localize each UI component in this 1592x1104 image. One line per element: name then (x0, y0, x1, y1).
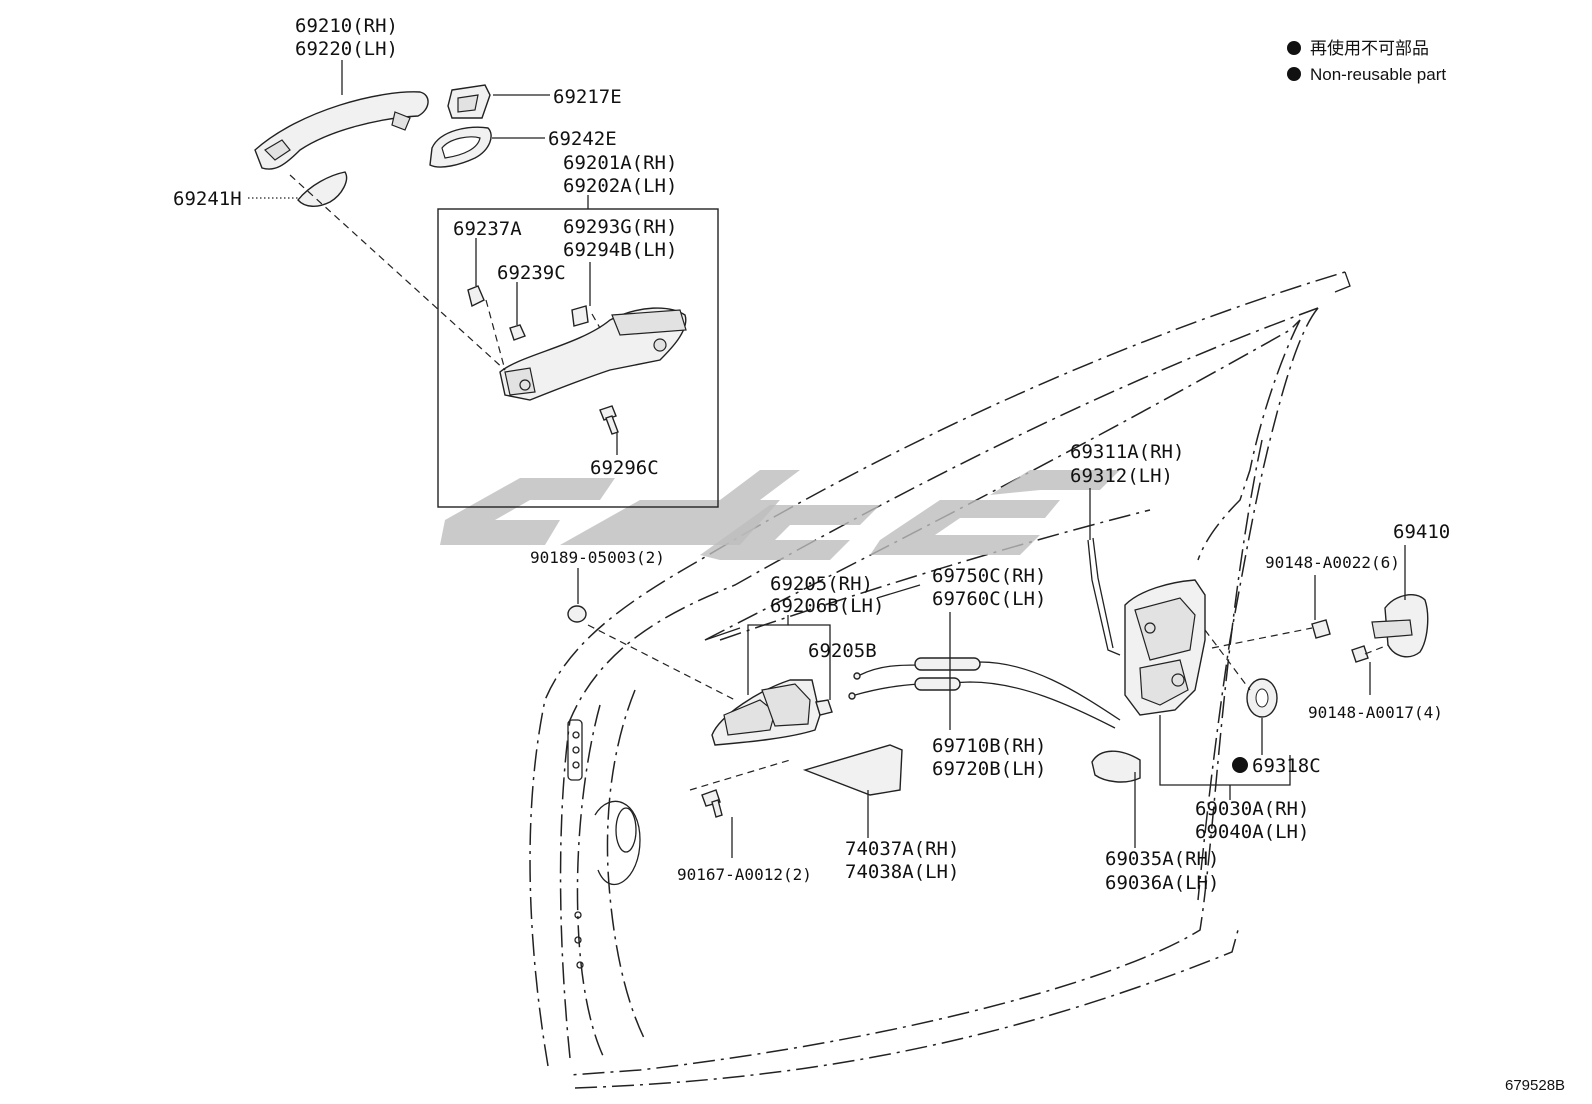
gasket-69242E (429, 126, 492, 168)
label-90189: 90189-05003(2) (530, 548, 665, 567)
label-69311A: 69311A(RH) (1070, 441, 1184, 463)
legend-en-text: Non-reusable part (1310, 65, 1446, 84)
label-90148-A0022: 90148-A0022(6) (1265, 553, 1400, 572)
clip-69237A (467, 285, 485, 308)
non-reusable-marker-icon (1232, 757, 1248, 773)
screw-90148-A0017 (1351, 645, 1369, 663)
label-69239C: 69239C (497, 262, 566, 284)
rod-69311A (1087, 537, 1121, 656)
label-69201A: 69201A(RH) (563, 152, 677, 174)
label-69720B: 69720B(LH) (932, 758, 1046, 780)
protector-69035A (1091, 750, 1141, 783)
cover-69293G (571, 305, 589, 327)
label-69205: 69205(RH) (770, 573, 873, 595)
gasket-69241H (297, 171, 348, 207)
label-69760C: 69760C(LH) (932, 588, 1046, 610)
part-labels: 69210(RH) 69220(LH) 69217E 69242E 69201A… (173, 15, 1450, 894)
label-74037A: 74037A(RH) (845, 838, 959, 860)
non-reusable-marker-icon (1287, 67, 1301, 81)
bolt-90148-A0022 (1311, 619, 1331, 639)
label-69293G: 69293G(RH) (563, 216, 677, 238)
label-90167: 90167-A0012(2) (677, 865, 812, 884)
frame-assembly-box (437, 208, 719, 508)
label-69410: 69410 (1393, 521, 1450, 543)
pad-74037A (802, 744, 903, 796)
label-90148-A0017: 90148-A0017(4) (1308, 703, 1443, 722)
diagram-reference-code: 679528B (1505, 1077, 1565, 1094)
label-69294B: 69294B(LH) (563, 239, 677, 261)
label-69220: 69220(LH) (295, 38, 398, 60)
striker-69410 (1371, 594, 1429, 658)
assembly-lines (289, 174, 1389, 791)
label-69296C: 69296C (590, 457, 659, 479)
label-69217E: 69217E (553, 86, 622, 108)
label-69242E: 69242E (548, 128, 617, 150)
leader-lines (248, 60, 1406, 858)
label-69237A: 69237A (453, 218, 522, 240)
label-69040A: 69040A(LH) (1195, 821, 1309, 843)
label-69710B: 69710B(RH) (932, 735, 1046, 757)
label-69035A: 69035A(RH) (1105, 848, 1219, 870)
outside-handle-69210 (254, 91, 429, 170)
label-69036A: 69036A(LH) (1105, 872, 1219, 894)
label-69202A: 69202A(LH) (563, 175, 677, 197)
label-69030A: 69030A(RH) (1195, 798, 1309, 820)
label-69312: 69312(LH) (1070, 465, 1173, 487)
screw-90167 (701, 789, 723, 818)
cable-69750C (853, 657, 1121, 721)
label-69206B: 69206B(LH) (770, 595, 884, 617)
logo-watermark (440, 470, 1120, 560)
washer-69318C (1246, 678, 1278, 718)
cable-69710B (848, 677, 1116, 729)
legend: 再使用不可部品 Non-reusable part (1287, 38, 1446, 84)
screw-69296C (599, 405, 619, 435)
cap-69205B (815, 699, 833, 716)
non-reusable-marker-icon (1287, 41, 1301, 55)
inside-handle-69205 (711, 679, 821, 746)
washer-90189 (567, 605, 587, 623)
door-lock-69030A (1124, 579, 1206, 716)
cushion-69239C (509, 324, 526, 341)
label-69205B: 69205B (808, 640, 877, 662)
handle-cap-69217E (447, 84, 491, 119)
label-69318C: 69318C (1252, 755, 1321, 777)
label-69750C: 69750C(RH) (932, 565, 1046, 587)
door-outline (529, 271, 1351, 1089)
legend-cn-text: 再使用不可部品 (1310, 38, 1429, 58)
label-69241H: 69241H (173, 188, 242, 210)
label-69210: 69210(RH) (295, 15, 398, 37)
label-74038A: 74038A(LH) (845, 861, 959, 883)
handle-frame-69201A (499, 307, 687, 401)
